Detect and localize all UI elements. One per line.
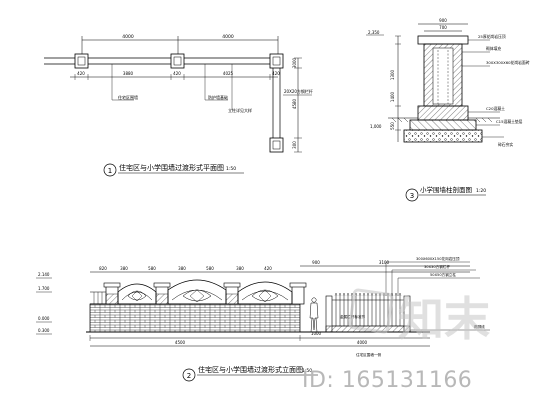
elev-arched-panel [117, 283, 157, 304]
section-title: 小学围墙柱剖面图 [420, 185, 472, 194]
watermark-logo: 知末 [348, 288, 490, 346]
plan-scale: 1:50 [226, 166, 236, 172]
section-dim-left-2: 1300 [390, 69, 395, 80]
elev-bottom-note-1: 金属栏杆标准节 [340, 314, 366, 319]
elev-post [103, 282, 121, 305]
plan-dim-right-1: 3000 [292, 57, 297, 68]
watermark-id: ID: 165131166 [302, 368, 473, 393]
section-note-3: 300X300X60花岗岩面砖 [486, 60, 530, 65]
plan-dim-mid-3: 420 [173, 71, 181, 76]
elev-dim-top-9: 3100 [379, 260, 390, 265]
elev-level-3: 0.000 [38, 316, 50, 321]
plan-post [74, 53, 89, 69]
plan-dim-top-2: 4000 [222, 34, 234, 40]
section-gravel-bed [403, 129, 483, 143]
plan-note-3: 立柱详见大样 [228, 107, 252, 113]
elev-bottom-note-2: 住宅区围墙一侧 [356, 352, 382, 357]
section-dim-left-1: 2,350 [368, 30, 380, 35]
elev-dim-top-4: 380 [178, 266, 186, 271]
elev-number-badge [182, 368, 196, 382]
plan-post [170, 53, 185, 69]
elev-left-fence [90, 291, 106, 304]
section-coping [417, 35, 469, 45]
plan-note-1: 住宅区围墙 [118, 94, 138, 100]
section-dim-left-3: 1400 [390, 91, 395, 102]
section-scale: 1:20 [476, 188, 486, 194]
section-note-6: 碎石夯实 [498, 142, 513, 147]
elev-right-note-3: 50X50方钢立柱 [430, 272, 456, 277]
elev-right-notes: 300X600X150花岗岩压顶 30X30方钢栏杆 50X50方钢立柱 踢脚线 [385, 256, 490, 331]
elev-dim-bottom-1: 4500 [175, 340, 186, 345]
elev-dim-bottom-3: 1000 [311, 331, 322, 336]
elev-scale: 1:50 [302, 368, 312, 374]
section-dim-top-1: 900 [439, 18, 447, 23]
plan-post [269, 137, 284, 153]
section-base [417, 105, 469, 121]
railing-spike [398, 292, 402, 297]
elev-dim-top-8: 900 [312, 260, 320, 265]
plan-dim-right-3: 300 [292, 141, 297, 149]
elev-post [289, 282, 307, 305]
section-number: 3 [410, 192, 414, 200]
elev-right-note-1: 300X600X150花岗岩压顶 [416, 256, 460, 261]
section-view: 900 700 2,350 1300 1400 550 1,000 25厚花岗岩… [366, 18, 530, 202]
elev-post [153, 282, 171, 305]
elev-dim-bottom-2: 4000 [357, 340, 368, 345]
watermark-brand: 知末 [398, 292, 490, 346]
plan-dim-top-1: 4000 [122, 34, 134, 40]
elev-arched-panel [167, 279, 227, 304]
elev-dim-top-5: 580 [206, 266, 214, 271]
plan-dim-mid-1: 420 [77, 71, 85, 76]
elev-right-note-4: 踢脚线 [474, 324, 485, 329]
railing-spike [394, 292, 398, 297]
section-footing [409, 119, 477, 131]
plan-note-4: 20X20方钢栏杆 [284, 88, 313, 94]
elev-post [223, 282, 241, 305]
railing-spike [338, 292, 342, 297]
elev-dim-top-6: 380 [236, 266, 244, 271]
elev-right-note-2: 30X30方钢栏杆 [424, 264, 450, 269]
railing-spike [342, 292, 346, 297]
elev-number: 2 [187, 372, 191, 380]
plan-dim-mid-4: 4025 [223, 71, 234, 76]
section-note-1: 25厚花岗岩压顶 [478, 34, 506, 39]
elev-level-4: 0.300 [38, 328, 50, 333]
elev-wall-plinth [89, 303, 301, 333]
section-number-badge [405, 188, 419, 202]
plan-number-badge [103, 163, 117, 177]
elev-person-figure [309, 297, 319, 333]
elev-level-2: 1.700 [38, 286, 50, 291]
plan-dim-mid-2: 3880 [123, 71, 134, 76]
section-note-4: C20混凝土 [486, 106, 505, 111]
plan-dim-right-2: 4580 [292, 98, 297, 109]
section-dim-top-2: 700 [439, 25, 447, 30]
elev-dim-top-1: 820 [99, 266, 107, 271]
section-level: 1,000 [370, 124, 382, 129]
railing-spike [362, 292, 366, 297]
elev-title: 住宅区与小学围墙过渡形式立面图 [198, 365, 303, 374]
section-dim-left-4: 550 [390, 122, 395, 130]
railing-spike [366, 292, 370, 297]
elev-dim-top-2: 380 [120, 266, 128, 271]
railing-spike [346, 292, 350, 297]
plan-number: 1 [108, 167, 112, 175]
plan-post [269, 53, 284, 69]
plan-dim-mid-5: 420 [272, 71, 280, 76]
railing-spike [358, 292, 362, 297]
elev-dim-top-3: 580 [148, 266, 156, 271]
railing-spike [334, 292, 338, 297]
plan-title: 住宅区与小学围墙过渡形式平面图 [119, 163, 224, 172]
section-note-5: C15混凝土垫层 [496, 119, 523, 124]
plan-view: 4000 4000 420 3880 420 4025 420 [44, 34, 313, 177]
plan-note-2: 防护墙基础 [208, 94, 228, 100]
elev-dim-top-7: 420 [264, 266, 272, 271]
elev-arched-panel [237, 281, 293, 304]
elev-level-1: 2.140 [38, 272, 50, 277]
section-note-2: 砌体填充 [486, 46, 501, 51]
